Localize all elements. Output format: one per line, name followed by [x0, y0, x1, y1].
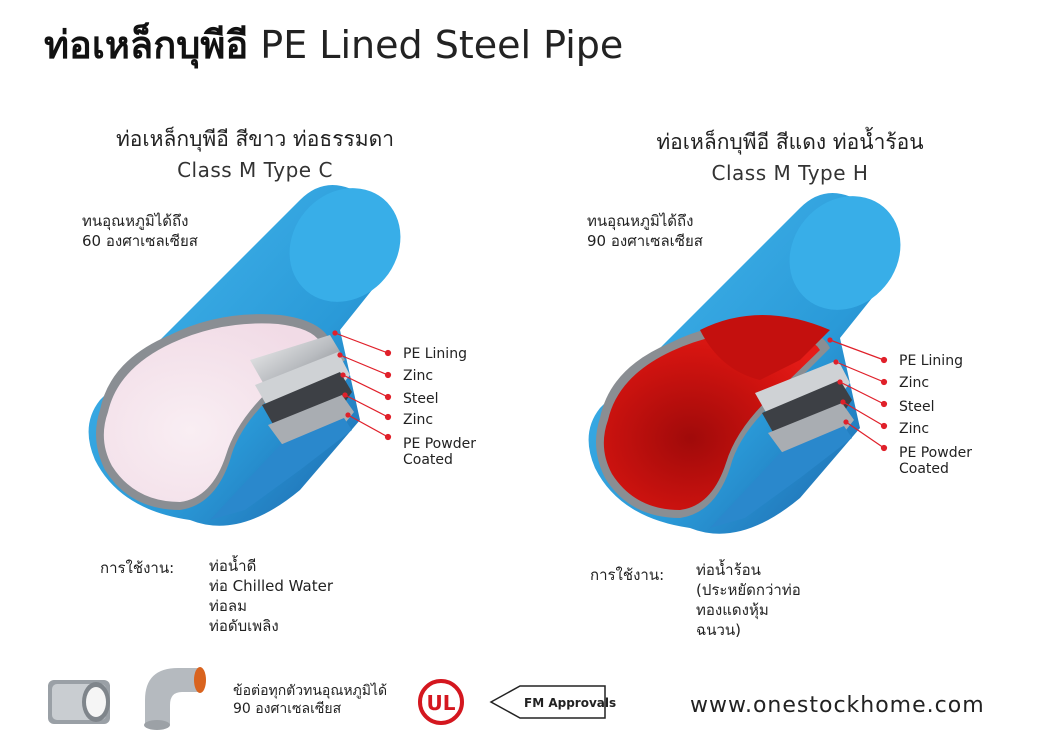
right-layer-pe-lining: PE Lining — [899, 353, 963, 369]
list-item: ท่อน้ำร้อน — [696, 561, 761, 579]
right-usage-list: ท่อน้ำร้อน (ประหยัดกว่าท่อ ทองแดงหุ้ม ฉน… — [696, 560, 801, 640]
list-item: ทองแดงหุ้ม — [696, 601, 769, 619]
right-temp-line1: ทนอุณหภูมิได้ถึง — [587, 212, 694, 230]
left-temp-line1: ทนอุณหภูมิได้ถึง — [82, 212, 189, 230]
right-pipe-title: ท่อเหล็กบุพีอี สีแดง ท่อน้ำร้อน Class M … — [625, 126, 955, 185]
right-layer-zinc-1: Zinc — [899, 375, 930, 391]
page-title-english: PE Lined Steel Pipe — [260, 23, 624, 67]
website-link[interactable]: www.onestockhome.com — [690, 693, 985, 718]
left-temp-line2: 60 องศาเซลเซียส — [82, 232, 198, 250]
left-layer-pointers — [332, 330, 392, 441]
left-pipe-title-thai: ท่อเหล็กบุพีอี สีขาว ท่อธรรมดา — [115, 127, 395, 151]
left-temp-rating: ทนอุณหภูมิได้ถึง 60 องศาเซลเซียส — [82, 211, 198, 251]
fm-approvals-logo: FM Approvals — [489, 685, 616, 719]
left-layer-labels: PE Lining Zinc Steel Zinc PE Powder Coat… — [403, 346, 523, 476]
left-usage-list: ท่อน้ำดี ท่อ Chilled Water ท่อลม ท่อดับเ… — [209, 556, 333, 636]
right-layer-pointers — [827, 337, 888, 452]
left-layer-zinc-2: Zinc — [403, 412, 434, 428]
list-item: ฉนวน) — [696, 621, 741, 639]
left-layer-pe-powder: PE Powder — [403, 436, 476, 452]
right-temp-rating: ทนอุณหภูมิได้ถึง 90 องศาเซลเซียส — [587, 211, 703, 251]
list-item: ท่อน้ำดี — [209, 557, 257, 575]
left-pipe-title: ท่อเหล็กบุพีอี สีขาว ท่อธรรมดา Class M T… — [90, 123, 420, 182]
fittings-note-line2: 90 องศาเซลเซียส — [233, 701, 342, 717]
left-layer-pe-lining: PE Lining — [403, 346, 467, 362]
left-usage-label: การใช้งาน: — [100, 559, 175, 577]
ul-logo: UL — [418, 679, 464, 725]
list-item: (ประหยัดกว่าท่อ — [696, 581, 801, 599]
left-pipe-class: Class M Type C — [177, 158, 333, 182]
right-layer-pe-powder: PE Powder — [899, 445, 972, 461]
right-temp-line2: 90 องศาเซลเซียส — [587, 232, 703, 250]
fittings-note-line1: ข้อต่อทุกตัวทนอุณหภูมิได้ — [233, 683, 388, 699]
right-pipe-title-thai: ท่อเหล็กบุพีอี สีแดง ท่อน้ำร้อน — [656, 130, 924, 154]
right-layer-coated: Coated — [899, 461, 949, 477]
ul-logo-text: UL — [427, 691, 456, 715]
left-layer-steel: Steel — [403, 391, 439, 407]
list-item: ท่อดับเพลิง — [209, 617, 279, 635]
fm-logo-text: FM Approvals — [524, 696, 616, 710]
page-title-thai: ท่อเหล็กบุพีอี — [44, 23, 249, 67]
right-pipe-body — [588, 193, 901, 534]
elbow-fitting-image — [144, 667, 206, 730]
right-usage-label: การใช้งาน: — [590, 566, 665, 584]
coupling-fitting-image — [48, 680, 110, 724]
fittings-note: ข้อต่อทุกตัวทนอุณหภูมิได้ 90 องศาเซลเซีย… — [233, 682, 387, 718]
right-layer-steel: Steel — [899, 399, 935, 415]
right-layer-zinc-2: Zinc — [899, 421, 930, 437]
list-item: ท่อ Chilled Water — [209, 577, 334, 595]
left-pipe-body — [88, 185, 401, 526]
left-layer-coated: Coated — [403, 452, 453, 468]
page-title: ท่อเหล็กบุพีอี PE Lined Steel Pipe — [44, 14, 623, 75]
right-pipe-class: Class M Type H — [711, 161, 869, 185]
left-layer-zinc-1: Zinc — [403, 368, 434, 384]
list-item: ท่อลม — [209, 597, 247, 615]
right-layer-labels: PE Lining Zinc Steel Zinc PE Powder Coat… — [899, 353, 1019, 483]
